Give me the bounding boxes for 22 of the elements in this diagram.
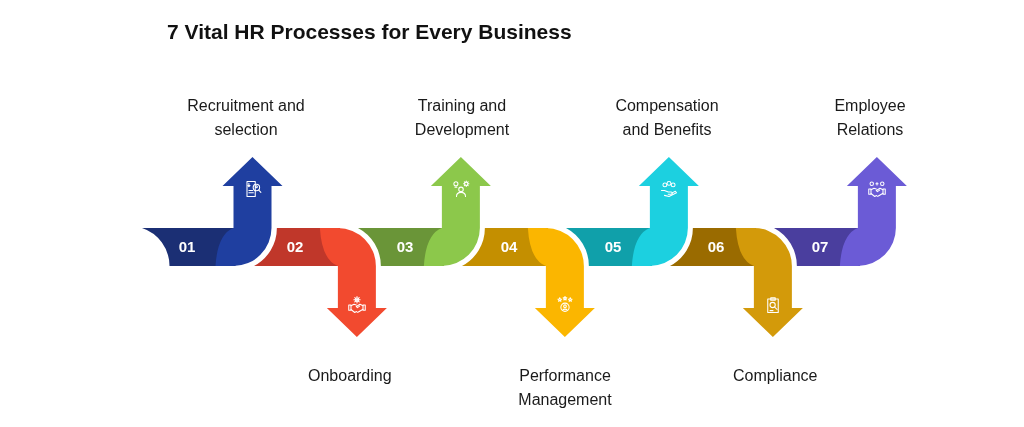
downward-bent-arrow (254, 228, 387, 337)
step-label: Employee Relations (833, 96, 907, 140)
downward-bent-arrow (462, 228, 595, 337)
step-number: 07 (810, 238, 830, 256)
step-number: 04 (499, 238, 519, 256)
step-label: Compensation and Benefits (614, 96, 720, 140)
step-number: 05 (603, 238, 623, 256)
step-number: 01 (177, 238, 197, 256)
diagram-title: 7 Vital HR Processes for Every Business (167, 20, 572, 44)
step-label: Performance Management (517, 366, 613, 410)
downward-bent-arrow (670, 228, 803, 337)
upward-bent-arrow (566, 157, 699, 266)
step-number: 02 (285, 238, 305, 256)
upward-bent-arrow (358, 157, 491, 266)
upward-bent-arrow (774, 157, 907, 266)
step-label: Onboarding (308, 366, 392, 386)
step-number: 03 (395, 238, 415, 256)
upward-bent-arrow (142, 157, 283, 266)
step-label: Training and Development (413, 96, 511, 140)
step-number: 06 (706, 238, 726, 256)
step-label: Recruitment and selection (186, 96, 306, 140)
step-label: Compliance (733, 366, 818, 386)
